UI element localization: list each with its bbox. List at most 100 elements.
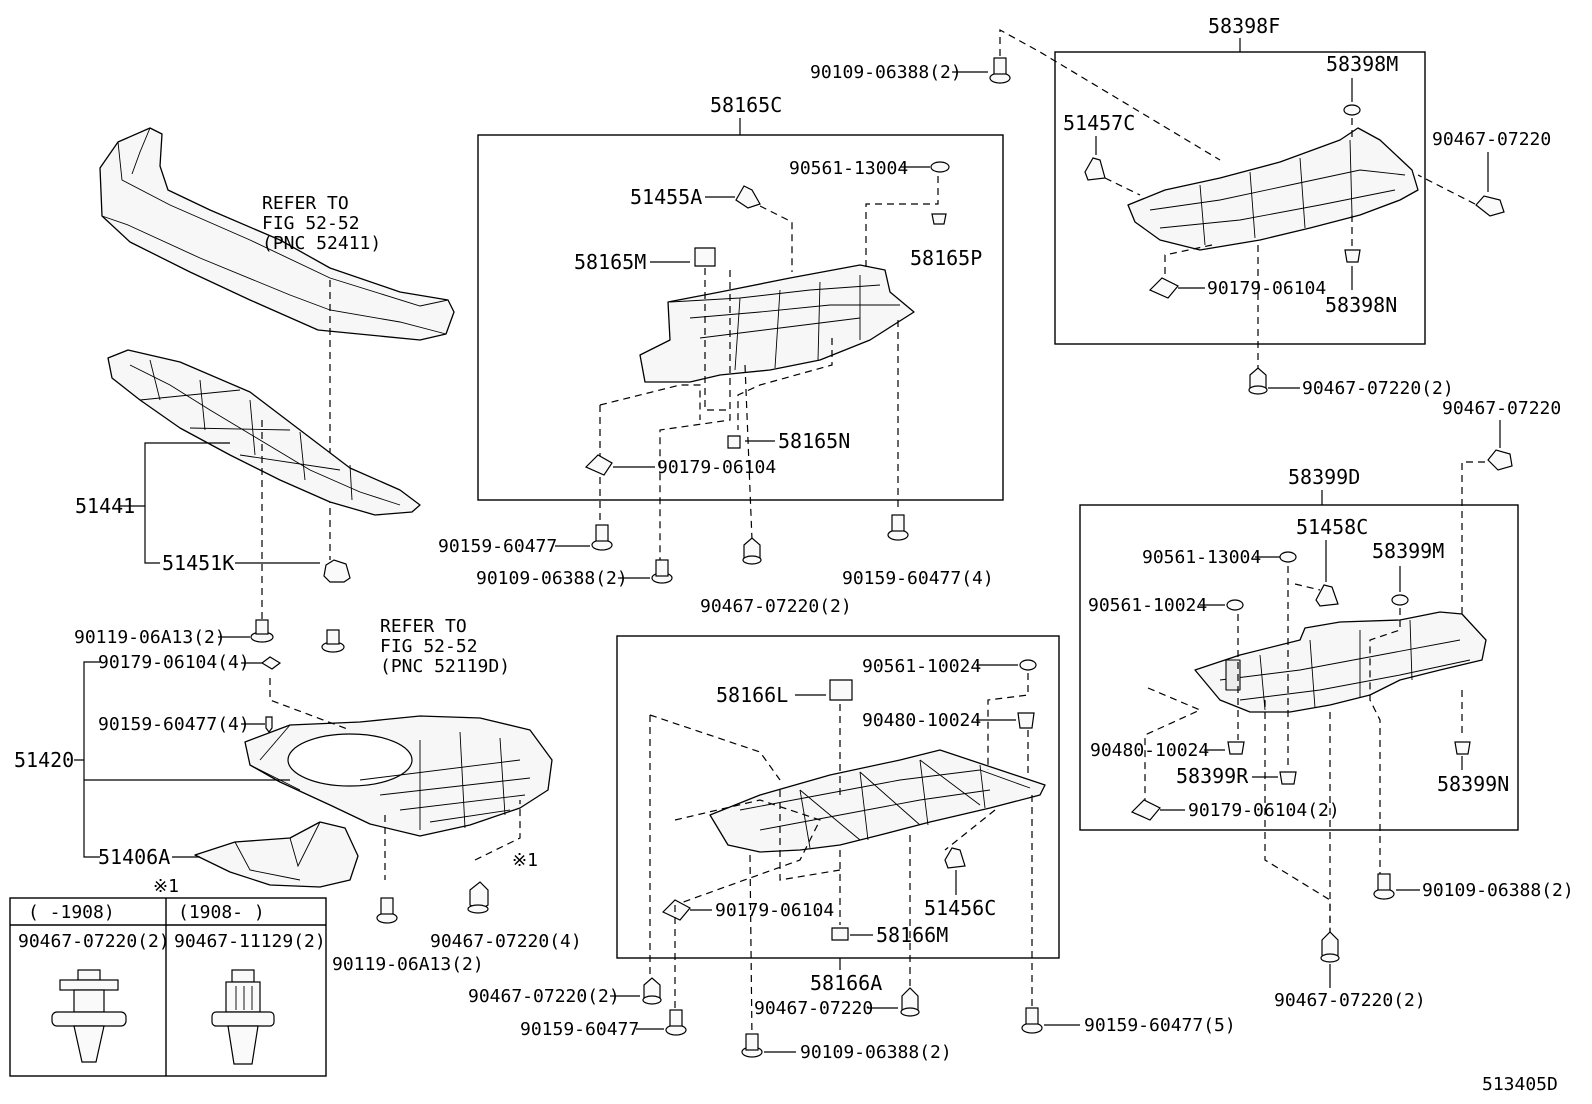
nut-90480-b-icon	[1017, 712, 1035, 729]
svg-text:REFER TO: REFER TO	[380, 616, 467, 637]
legend-part-2: 90467-11129(2)	[174, 931, 326, 952]
cover-58165C-illustration	[639, 264, 915, 383]
legend-note-mark: ※1	[153, 876, 179, 897]
washer-90561-icon	[930, 161, 950, 173]
clip-90467-r1-icon	[1475, 195, 1505, 217]
bolt-90159-c-icon	[665, 1009, 687, 1036]
svg-text:(PNC 52411): (PNC 52411)	[262, 233, 381, 254]
svg-text:REFER TO: REFER TO	[262, 193, 349, 214]
part-label-90467-r4: 90467-07220(2)	[1274, 990, 1426, 1011]
part-label-51457C: 51457C	[1063, 111, 1135, 135]
legend-range-2: (1908- )	[178, 902, 265, 923]
part-label-51455A: 51455A	[630, 185, 702, 209]
cover-58398F-illustration	[1127, 127, 1419, 251]
part-label-58399M: 58399M	[1372, 539, 1444, 563]
part-label-90159-d: 90159-60477(5)	[1084, 1015, 1236, 1036]
clip-variant-legend: ※1 ( -1908) (1908- ) 90467-07220(2) 9046…	[9, 876, 327, 1077]
group-frame-58166A	[616, 635, 1060, 959]
clip-new-type-icon	[211, 969, 275, 1065]
group-frame-58165C	[477, 134, 1004, 501]
part-label-90159-c: 90159-60477	[520, 1019, 639, 1040]
part-label-58399N: 58399N	[1437, 772, 1509, 796]
clip-51455A-icon	[735, 185, 761, 209]
part-label-90467-r2: 90467-07220(2)	[1302, 378, 1454, 399]
clip-90467-4-icon	[467, 881, 489, 914]
part-label-58399R: 58399R	[1176, 764, 1249, 788]
spacer-58166L-icon	[829, 679, 853, 701]
group-label-58165C: 58165C	[710, 93, 782, 117]
part-label-90179-d: 90179-06104	[715, 900, 834, 921]
svg-text:FIG 52-52: FIG 52-52	[380, 636, 478, 657]
washer-90561-b-icon	[1279, 551, 1297, 563]
washer-90561-d-icon	[1019, 659, 1037, 671]
nut-58398N-icon	[1344, 249, 1361, 263]
group-label-58399D: 58399D	[1288, 465, 1360, 489]
group-label-58166A: 58166A	[810, 971, 882, 995]
part-label-90109-b: 90109-06388(2)	[800, 1042, 952, 1063]
washer-58399M-icon	[1391, 594, 1409, 606]
bolt-90159-d-icon	[1021, 1007, 1043, 1034]
part-label-90467-a: 90467-07220(2)	[700, 596, 852, 617]
bolt-90119-icon	[250, 619, 274, 643]
note-mark-1: ※1	[512, 850, 538, 871]
nut-90179-icon	[260, 656, 282, 670]
part-label-58165M: 58165M	[574, 250, 646, 274]
washer-90561-c-icon	[1226, 599, 1244, 611]
bolt-90109-top-icon	[989, 57, 1011, 84]
absorber-group-bracket	[120, 442, 230, 564]
part-label-90467-r3: 90467-07220	[1442, 398, 1561, 419]
part-label-90467-b2: 90467-07220	[754, 998, 873, 1019]
part-label-90119-b: 90119-06A13(2)	[332, 954, 484, 975]
bolt-refer-icon	[321, 629, 345, 653]
part-label-90119-a: 90119-06A13(2)	[74, 627, 226, 648]
engine-under-cover-illustration	[244, 715, 553, 837]
group-label-51420: 51420	[14, 748, 74, 772]
clip-51457C-icon	[1084, 157, 1106, 181]
spacer-58165M-icon	[694, 247, 716, 267]
refer-note-bumper: REFER TO FIG 52-52 (PNC 52411)	[262, 193, 381, 254]
legend-range-1: ( -1908)	[28, 902, 115, 923]
nut-58399R-icon	[1279, 771, 1297, 785]
group-frame-58398F	[1054, 51, 1426, 345]
deflector-51406A-illustration	[194, 821, 359, 888]
svg-text:FIG 52-52: FIG 52-52	[262, 213, 360, 234]
clip-51451K-icon	[323, 559, 351, 583]
part-label-51458C: 51458C	[1296, 515, 1368, 539]
part-label-90159-a: 90159-60477	[438, 536, 557, 557]
part-label-90159-4: 90159-60477(4)	[98, 714, 250, 735]
bolt-90109-a-icon	[651, 559, 673, 584]
nut-90480-a-icon	[1227, 741, 1245, 755]
clip-90467-b2-icon	[900, 987, 920, 1017]
part-label-58166M: 58166M	[876, 923, 948, 947]
part-label-90179-4: 90179-06104(4)	[98, 652, 250, 673]
bolt-90159-a-icon	[591, 524, 613, 551]
group-bracket-51420	[74, 661, 290, 858]
clip-51456C-icon	[944, 847, 966, 869]
cover-58399D-illustration	[1194, 611, 1487, 713]
part-label-90467-4: 90467-07220(4)	[430, 931, 582, 952]
part-label-51451K: 51451K	[162, 551, 234, 575]
clip-90467-r2-icon	[1248, 367, 1268, 395]
part-label-90480-a: 90480-10024	[1090, 740, 1209, 761]
part-label-90561-a: 90561-13004	[789, 158, 908, 179]
part-label-58165P: 58165P	[910, 246, 982, 270]
clip-90467-a-icon	[742, 537, 762, 565]
illustration-code: 513405D	[1482, 1074, 1558, 1095]
clip-58165P-icon	[931, 213, 947, 225]
legend-part-1: 90467-07220(2)	[18, 931, 170, 952]
part-label-90179-c: 90179-06104(2)	[1188, 800, 1340, 821]
part-label-90467-b1: 90467-07220(2)	[468, 986, 620, 1007]
part-label-58398M: 58398M	[1326, 52, 1398, 76]
part-label-90467-r1: 90467-07220	[1432, 129, 1551, 150]
part-label-90179-b: 90179-06104	[1207, 278, 1326, 299]
part-label-51406A: 51406A	[98, 845, 170, 869]
washer-58398M-icon	[1343, 104, 1361, 116]
nut-90179-b-icon	[1148, 277, 1179, 299]
clip-old-type-icon	[51, 969, 127, 1063]
part-label-90561-c: 90561-10024	[1088, 595, 1207, 616]
nut-90179-d-icon	[661, 899, 691, 921]
part-label-90480-b: 90480-10024	[862, 710, 981, 731]
group-label-51441: 51441	[75, 494, 135, 518]
nut-58399N-icon	[1454, 741, 1471, 755]
